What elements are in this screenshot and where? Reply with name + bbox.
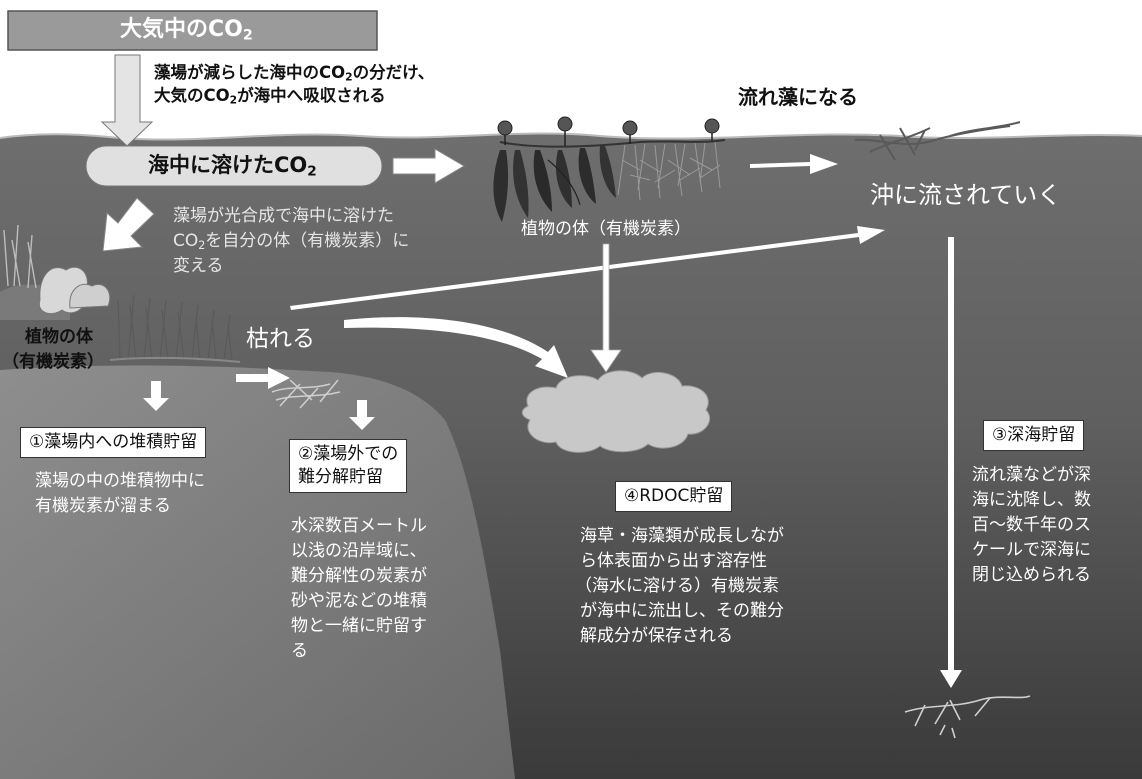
storage-2-title-line2: 難分解貯留 xyxy=(298,466,383,487)
atmosphere-box xyxy=(7,10,378,51)
storage-2-body-line1: 水深数百メートル xyxy=(291,516,427,536)
storage-2-title-line1: ②藻場外での xyxy=(298,444,399,464)
storage-2-body-line2: 以浅の沿岸域に、 xyxy=(291,541,427,561)
storage-1-body-line1: 藻場の中の堆積物中に xyxy=(35,471,205,491)
co2-to-kelp-arrow xyxy=(392,148,465,184)
storage-1-body-line2: 有機炭素が溜まる xyxy=(35,496,171,516)
down-arrow-2 xyxy=(349,400,375,430)
absorption-note-line2: 大気のCO2が海中へ吸収される xyxy=(154,86,386,107)
storage-3-body-line2: 海に沈降し、数 xyxy=(972,490,1091,510)
plant-body-left-label-2: （有機炭素） xyxy=(2,352,104,372)
dissolved-co2-pill xyxy=(85,145,383,187)
seagrass-to-offshore-arrow xyxy=(290,226,885,310)
storage-2-body-line4: 砂や泥などの堆積 xyxy=(291,591,427,611)
rdoc-cloud xyxy=(521,370,711,453)
storage-1-title: ①藻場内への堆積貯留 xyxy=(20,427,207,458)
drift-algae xyxy=(854,121,1021,161)
drift-algae-label: 流れ藻になる xyxy=(738,85,858,109)
wither-to-rdoc-arrow xyxy=(344,317,568,378)
storage-3-body-line1: 流れ藻などが深 xyxy=(972,465,1091,485)
storage-4-body-line1: 海草・海藻類が成長しなが xyxy=(580,526,784,546)
absorption-note-line1: 藻場が減らした海中のCO2の分だけ、 xyxy=(154,63,435,84)
dissolved-co2-label: 海中に溶けたCO2 xyxy=(148,153,317,180)
storage-4-body-line2: ら体表面から出す溶存性 xyxy=(580,551,767,571)
storage-3-body-line4: ケールで深海に xyxy=(972,540,1091,560)
seagrass-bed-left xyxy=(0,224,241,363)
storage-2-title: ②藻場外での 難分解貯留 xyxy=(289,439,408,493)
offshore-drift-label: 沖に流されていく xyxy=(870,181,1062,209)
to-withered-pile-arrow xyxy=(236,367,290,389)
plant-body-left-label-1: 植物の体 xyxy=(25,327,93,347)
storage-2-body-line3: 難分解性の炭素が xyxy=(291,566,427,586)
storage-3-body-line3: 百～数千年のス xyxy=(972,515,1091,535)
storage-4-rdoc-title: ④RDOC貯留 xyxy=(615,481,733,512)
down-arrow-1 xyxy=(143,381,169,411)
storage-4-body-line4: が海中に流出し、その難分 xyxy=(580,601,784,621)
storage-4-body-line3: （海水に溶ける）有機炭素 xyxy=(575,576,779,596)
deep-sea-sunken-algae xyxy=(904,695,1031,739)
deep-sea-arrow xyxy=(940,237,962,688)
photosynthesis-note-line2: CO2を自分の体（有機炭素）に xyxy=(173,231,410,252)
storage-3-body-line5: 閉じ込められる xyxy=(972,565,1091,585)
atmosphere-co2-label: 大気中のCO2 xyxy=(120,17,253,44)
wither-label: 枯れる xyxy=(246,326,315,352)
co2-to-seagrass-arrow xyxy=(102,197,155,252)
kelp-to-rdoc-arrow xyxy=(590,243,622,373)
withered-seagrass-pile xyxy=(271,379,341,409)
photosynthesis-note-line3: 変える xyxy=(173,256,224,276)
photosynthesis-note-line1: 藻場が光合成で海中に溶けた xyxy=(173,206,394,226)
kelp-forest xyxy=(493,116,726,222)
storage-4-body-line5: 解成分が保存される xyxy=(580,626,733,646)
storage-2-body-line5: 物と一緒に貯留す xyxy=(291,616,427,636)
kelp-to-drift-arrow xyxy=(750,154,838,174)
storage-3-deep-sea-title: ③深海貯留 xyxy=(983,420,1085,451)
storage-2-body-line6: る xyxy=(291,641,308,661)
plant-body-center-label: 植物の体（有機炭素） xyxy=(521,219,691,239)
absorption-arrow xyxy=(100,54,154,147)
